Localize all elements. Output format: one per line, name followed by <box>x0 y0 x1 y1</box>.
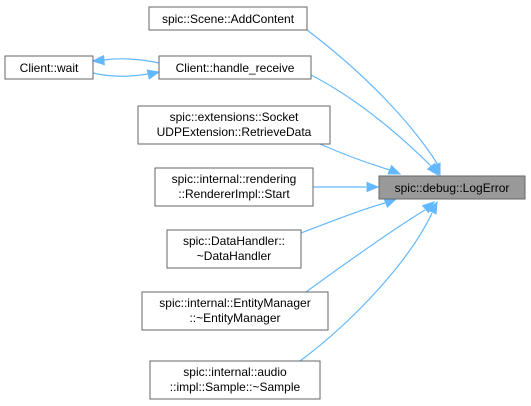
edge-line <box>299 212 433 362</box>
node-sample[interactable]: spic::internal::audio ::impl::Sample::~S… <box>149 360 321 400</box>
arrowhead-icon <box>366 181 380 193</box>
arrowhead-icon <box>91 54 105 66</box>
arrowhead-icon <box>146 69 161 80</box>
node-sample-label-2: ::impl::Sample::~Sample <box>170 380 301 394</box>
node-wait-label: Client::wait <box>20 61 79 75</box>
node-retrievedata-label-2: UDPExtension::RetrieveData <box>157 125 312 139</box>
node-retrievedata-label-1: spic::extensions::Socket <box>170 110 299 124</box>
edge-line <box>92 72 149 77</box>
node-entitymanager[interactable]: spic::internal::EntityManager ::~EntityM… <box>141 291 329 331</box>
edge-addcontent-to-logerror <box>306 29 441 177</box>
node-datahandler[interactable]: spic::DataHandler:: ~DataHandler <box>166 229 302 269</box>
edge-handle_receive-to-wait <box>91 54 160 66</box>
node-datahandler-label-2: ~DataHandler <box>197 249 271 263</box>
edge-line <box>300 202 386 234</box>
arrowhead-icon <box>387 164 402 175</box>
node-addcontent-label: spic::Scene::AddContent <box>162 12 295 26</box>
arrowhead-icon <box>383 198 398 209</box>
edge-retrievedata-to-logerror <box>319 143 402 175</box>
edges-layer <box>91 29 441 362</box>
edge-rendererstart-to-logerror <box>313 181 380 193</box>
edge-datahandler-to-logerror <box>300 198 398 234</box>
node-logerror-label: spic::debug::LogError <box>395 181 510 195</box>
edge-line <box>103 58 160 64</box>
node-handle-receive-label: Client::handle_receive <box>176 61 295 75</box>
edge-line <box>310 74 433 168</box>
edge-wait-to-handle_receive <box>92 69 161 80</box>
edge-entitymanager-to-logerror <box>305 201 436 293</box>
node-rendererstart-label-2: ::RendererImpl::Start <box>178 187 290 201</box>
node-datahandler-label-1: spic::DataHandler:: <box>183 234 285 248</box>
edge-line <box>319 143 391 171</box>
node-addcontent[interactable]: spic::Scene::AddContent <box>148 6 308 31</box>
edge-line <box>306 29 439 166</box>
arrowhead-icon <box>427 200 438 215</box>
node-wait[interactable]: Client::wait <box>4 55 94 80</box>
node-logerror[interactable]: spic::debug::LogError <box>378 175 526 200</box>
node-sample-label-1: spic::internal::audio <box>183 365 287 379</box>
edge-line <box>305 209 426 293</box>
node-handle-receive[interactable]: Client::handle_receive <box>158 55 312 80</box>
edge-handle_receive-to-logerror <box>310 74 439 177</box>
nodes-layer: spic::debug::LogError spic::Scene::AddCo… <box>4 6 526 400</box>
node-entitymanager-label-2: ::~EntityManager <box>189 311 280 325</box>
node-rendererstart-label-1: spic::internal::rendering <box>172 172 297 186</box>
edge-sample-to-logerror <box>299 200 438 362</box>
node-rendererstart[interactable]: spic::internal::rendering ::RendererImpl… <box>154 167 314 207</box>
node-retrievedata[interactable]: spic::extensions::Socket UDPExtension::R… <box>137 105 331 145</box>
arrowhead-icon <box>426 162 439 177</box>
node-entitymanager-label-1: spic::internal::EntityManager <box>159 296 310 310</box>
